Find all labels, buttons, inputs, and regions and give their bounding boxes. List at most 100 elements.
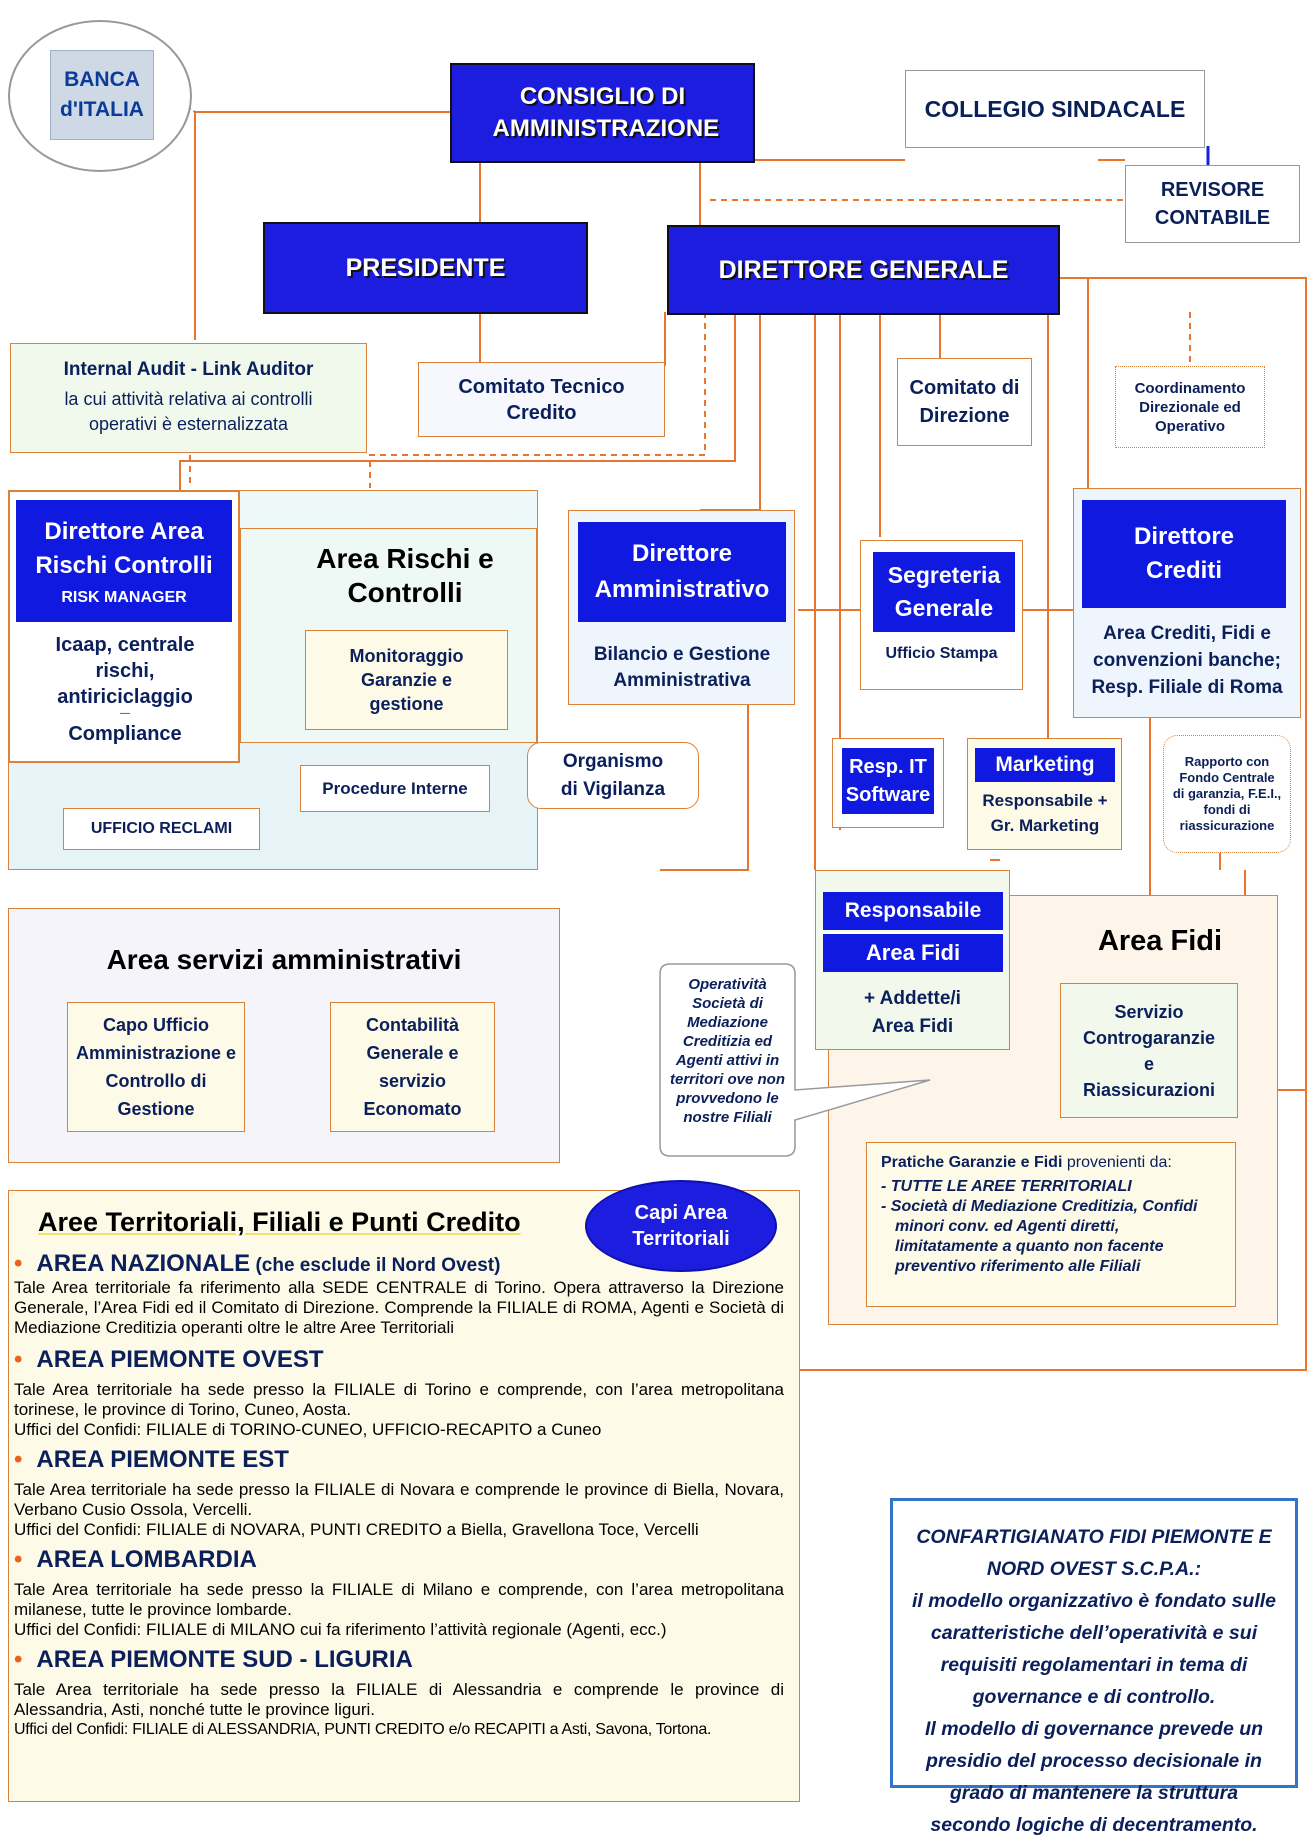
reclami-label: UFFICIO RECLAMI [90,820,233,837]
area-fidi-title: Area Fidi [1097,925,1223,957]
contabilita-label: Contabilità Generale e servizio Economat… [363,1015,462,1119]
area-head: AREA LOMBARDIA [36,1546,257,1573]
procedure-label: Procedure Interne [322,778,468,798]
pratiche-box: Pratiche Garanzie e Fidi provenienti da:… [866,1142,1236,1307]
segreteria-body: Ufficio Stampa [885,645,998,662]
area-head: AREA PIEMONTE EST [36,1446,289,1473]
addette-label: + Addette/i Area Fidi [864,988,961,1037]
rapporto-label: Rapporto con Fondo Centrale di garanzia,… [1172,754,1282,833]
area-uffici: Uffici del Confidi: FILIALE di MILANO cu… [14,1620,667,1639]
area-text: Tale Area territoriale ha sede presso la… [14,1580,784,1619]
note-line3: Il modello di governance prevede un pres… [924,1718,1264,1836]
area-item: •AREA NAZIONALE (che esclude il Nord Ove… [14,1250,784,1337]
resp-fidi-header1: Responsabile [823,892,1003,930]
dir-amm-header: Direttore Amministrativo [578,522,786,622]
operativita-bubble-shape [659,963,931,1157]
pratiche-head-rest: provenienti da: [1062,1154,1172,1171]
note-line2: il modello organizzativo è fondato sulle… [911,1590,1277,1708]
note-box: CONFARTIGIANATO FIDI PIEMONTE E NORD OVE… [890,1498,1298,1836]
internal-audit-title: Internal Audit - Link Auditor [63,359,314,380]
resp-fidi-label1: Responsabile [844,899,982,922]
risk-manager-label: RISK MANAGER [61,589,187,606]
resp-it-header: Resp. IT Software [842,748,934,814]
pratiche-item1: - TUTTE LE AREE TERRITORIALI [881,1178,1132,1195]
segreteria-title: Segreteria Generale [887,562,1001,621]
area-item: •AREA LOMBARDIA Tale Area territoriale h… [14,1546,784,1639]
area-item: •AREA PIEMONTE EST Tale Area territorial… [14,1446,784,1539]
reclami-box: UFFICIO RECLAMI [63,808,260,850]
organismo-label: Organismo di Vigilanza [560,750,666,800]
comitato-direzione-label: Comitato di Direzione [909,377,1020,427]
coordinamento-label: Coordinamento Direzionale ed Operativo [1134,379,1246,435]
marketing-header: Marketing [975,748,1115,782]
area-servizi-title: Area servizi amministrativi [106,944,462,975]
capi-area-label: Capi Area Territoriali [632,1202,730,1250]
organismo-box: Organismo di Vigilanza [527,742,699,809]
area-head: AREA PIEMONTE SUD - LIGURIA [36,1646,413,1673]
resp-it-label: Resp. IT Software [845,756,931,806]
consiglio-box: CONSIGLIO DI AMMINISTRAZIONE [450,63,755,163]
banca-italia-node: BANCA d'ITALIA [8,20,192,172]
area-item: •AREA PIEMONTE SUD - LIGURIA Tale Area t… [14,1646,784,1738]
aree-list: •AREA NAZIONALE (che esclude il Nord Ove… [14,1250,784,1740]
operativita-label: Operatività Società di Mediazione Credit… [669,976,785,1126]
direttore-rischi-header: Direttore Area Rischi Controlli RISK MAN… [16,500,232,622]
area-uffici: Uffici del Confidi: FILIALE di ALESSANDR… [14,1721,712,1738]
servizio-box: Servizio Controgaranzie e Riassicurazion… [1060,983,1238,1118]
area-text: Tale Area territoriale ha sede presso la… [14,1680,784,1719]
area-uffici: Uffici del Confidi: FILIALE di NOVARA, P… [14,1520,699,1539]
area-text: Tale Area territoriale fa riferimento al… [14,1278,784,1337]
procedure-box: Procedure Interne [300,765,490,812]
dir-amm-body: Bilancio e Gestione Amministrativa [593,644,771,691]
area-uffici: Uffici del Confidi: FILIALE di TORINO-CU… [14,1420,602,1439]
note-line1: CONFARTIGIANATO FIDI PIEMONTE E NORD OVE… [916,1526,1272,1580]
presidente-box: PRESIDENTE [263,222,588,314]
collegio-box: COLLEGIO SINDACALE [905,70,1205,148]
monitoraggio-box: Monitoraggio Garanzie e gestione [305,630,508,730]
direttore-rischi-body: Icaap, centrale rischi, antiriciclaggio [55,634,195,708]
revisore-label: REVISORE CONTABILE [1154,179,1271,229]
compliance-label: Compliance [68,723,182,745]
direttore-rischi-title: Direttore Area Rischi Controlli [35,518,213,579]
comitato-direzione-box: Comitato di Direzione [897,358,1032,446]
contabilita-box: Contabilità Generale e servizio Economat… [330,1002,495,1132]
area-head: AREA NAZIONALE [36,1250,251,1277]
capo-ufficio-label: Capo Ufficio Amministrazione e Controllo… [75,1015,237,1119]
marketing-title: Marketing [995,753,1095,776]
presidente-label: PRESIDENTE [345,253,506,282]
capi-area-ellipse: Capi Area Territoriali [585,1180,777,1272]
internal-audit-text: la cui attività relativa ai controlli op… [64,389,313,434]
monitoraggio-label: Monitoraggio Garanzie e gestione [349,646,464,714]
marketing-body: Responsabile + Gr. Marketing [982,791,1108,835]
resp-fidi-label2: Area Fidi [865,940,961,965]
coordinamento-box: Coordinamento Direzionale ed Operativo [1115,366,1265,448]
aree-title: Aree Territoriali, Filiali e Punti Credi… [38,1207,521,1237]
direttore-rischi-sep: — [120,708,130,719]
area-rischi-title: Area Rischi e Controlli [316,543,494,608]
internal-audit-box: Internal Audit - Link Auditor la cui att… [10,343,367,453]
dir-crediti-body: Area Crediti, Fidi e convenzioni banche;… [1091,623,1283,698]
aree-box [8,1190,800,1802]
area-item: •AREA PIEMONTE OVEST Tale Area territori… [14,1346,784,1439]
rapporto-box: Rapporto con Fondo Centrale di garanzia,… [1163,735,1291,853]
pratiche-head-bold: Pratiche Garanzie e Fidi [881,1154,1063,1171]
comitato-tecnico-box: Comitato Tecnico Credito [418,362,665,437]
consiglio-label: CONSIGLIO DI AMMINISTRAZIONE [492,83,720,142]
direttore-generale-label: DIRETTORE GENERALE [718,255,1009,284]
area-text: Tale Area territoriale ha sede presso la… [14,1380,784,1419]
pratiche-item2: - Società di Mediazione Creditizia, Conf… [881,1198,1198,1275]
dir-amm-title: Direttore Amministrativo [594,540,770,603]
servizio-label: Servizio Controgaranzie e Riassicurazion… [1082,1001,1216,1100]
dir-crediti-header: Direttore Crediti [1082,500,1286,608]
pratiche-head: Pratiche Garanzie e Fidi provenienti da: [881,1153,1221,1173]
area-head-small: (che esclude il Nord Ovest) [250,1255,501,1276]
capo-ufficio-box: Capo Ufficio Amministrazione e Controllo… [67,1002,245,1132]
segreteria-header: Segreteria Generale [873,552,1015,632]
collegio-label: COLLEGIO SINDACALE [924,95,1186,122]
comitato-tecnico-label: Comitato Tecnico Credito [458,375,625,424]
banca-italia-label: BANCA d'ITALIA [50,50,154,140]
area-head: AREA PIEMONTE OVEST [36,1346,324,1373]
direttore-generale-box: DIRETTORE GENERALE [667,225,1060,315]
area-text: Tale Area territoriale ha sede presso la… [14,1480,784,1519]
revisore-box: REVISORE CONTABILE [1125,165,1300,243]
